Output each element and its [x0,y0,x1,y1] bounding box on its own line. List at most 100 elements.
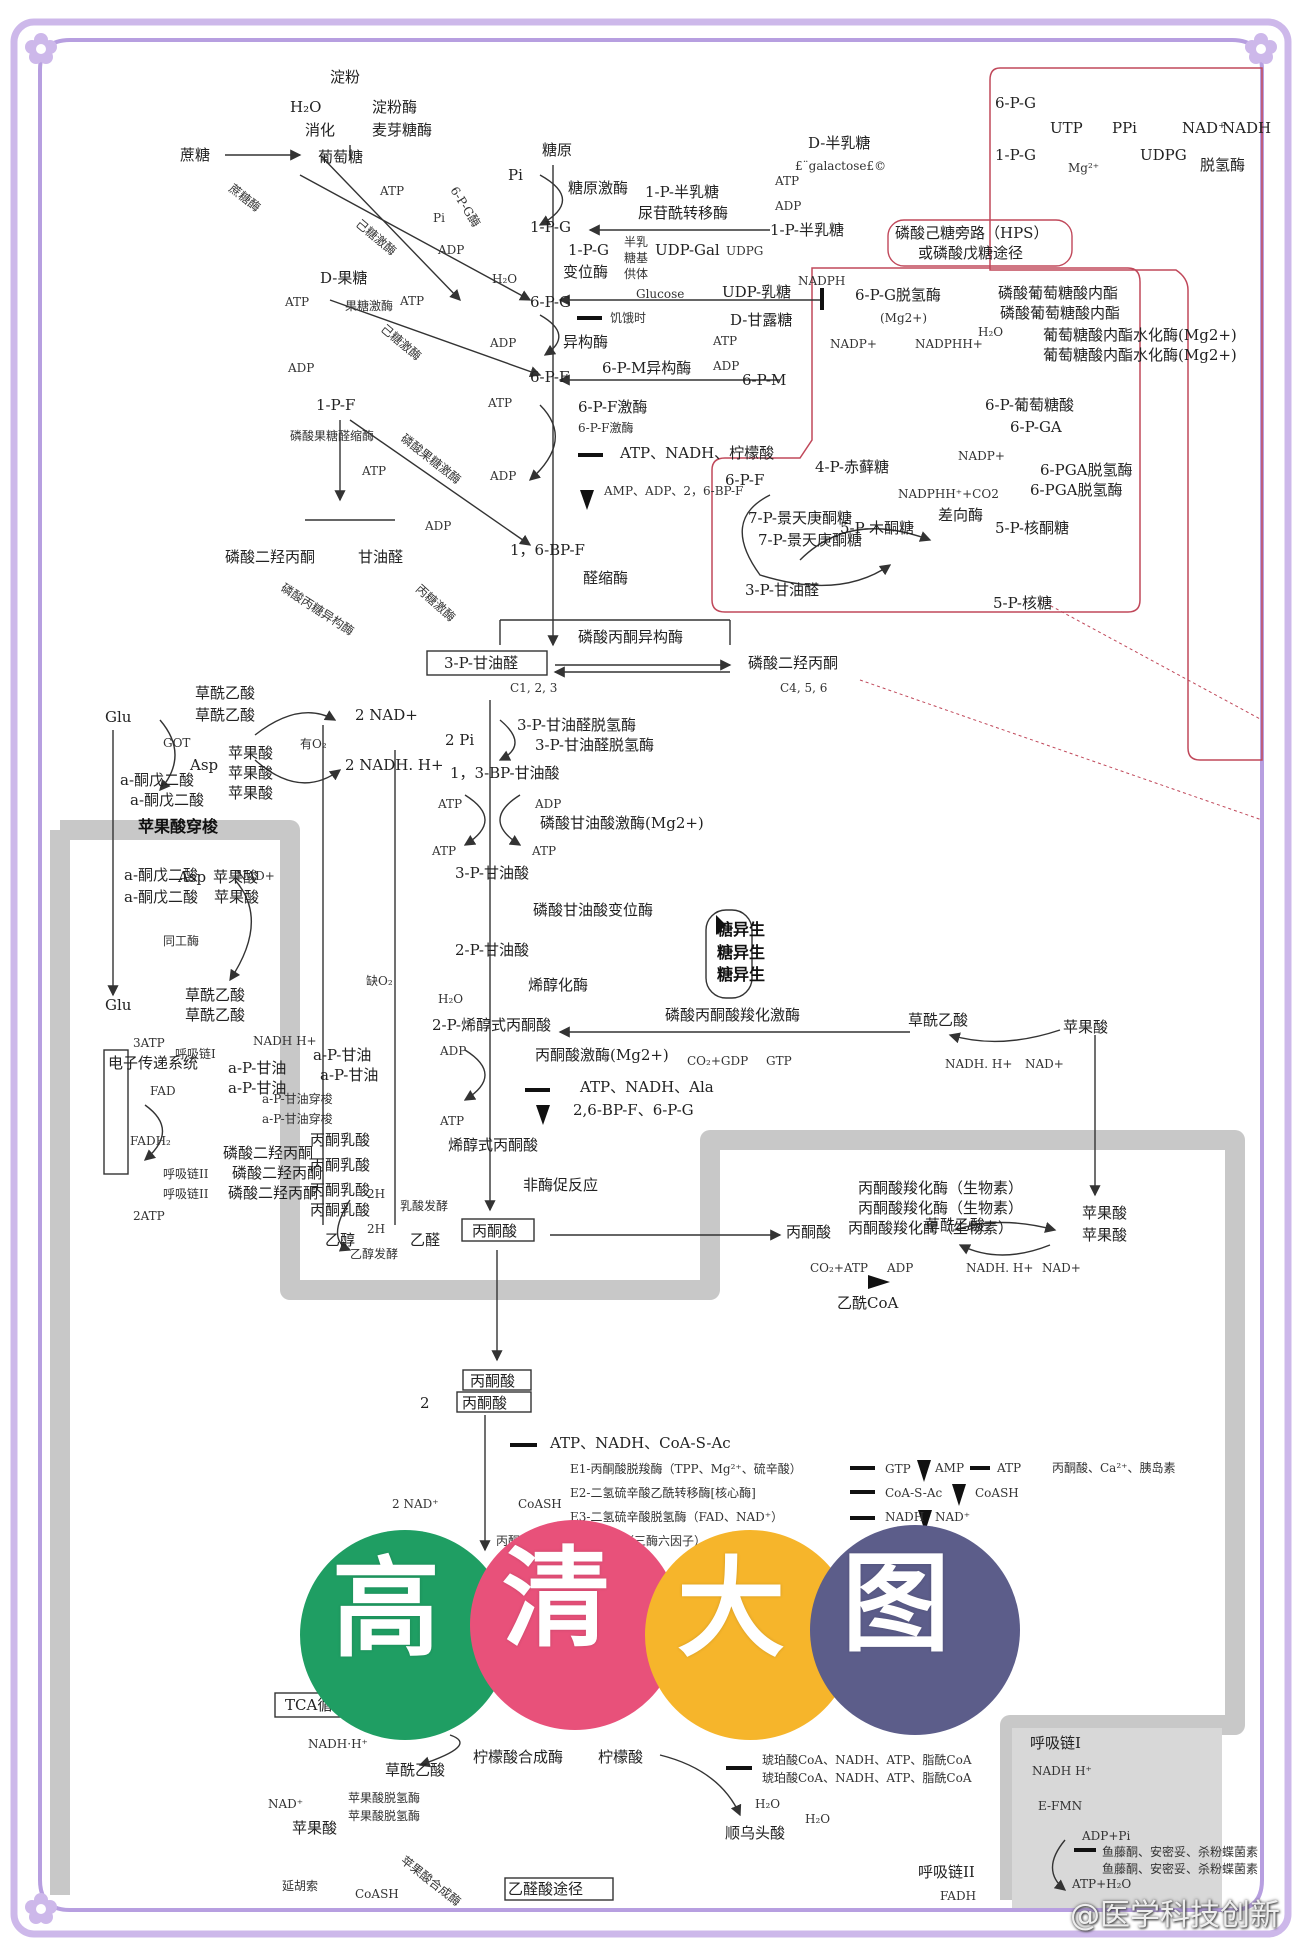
label-nad3: NAD⁺ [268,1797,303,1811]
label-nadph-co2: NADPHH⁺+CO2 [898,487,999,501]
gray-band [60,820,1245,1900]
label-glycerol-shuttle: a-P-甘油穿梭 [262,1111,333,1126]
label-akg2: a-酮戊二酸 [124,866,198,884]
label-glycogen-phosphorylase: 糖原激酶 [568,179,628,197]
label-malate2: 苹果酸 [214,888,259,906]
label-glyoxylate: 乙醛酸途径 [508,1880,583,1898]
label-pgd: 6-PGA脱氢酶 [1030,481,1123,499]
label-fumarase: 延胡索 [282,1879,318,1893]
label-sugar-base: 糖基 [624,250,648,265]
label-udpg2: UDPG [1140,146,1187,164]
label-adp: ADP [439,1044,466,1058]
label-cis-aconitate: 顺乌头酸 [725,1824,785,1842]
label-inhib-pfk: ATP、NADH、柠檬酸 [619,444,774,462]
label-nadph: NADPH [798,274,845,288]
label-gluconate: 6-P-葡萄糖酸 [985,396,1074,414]
label-mdh: 苹果酸脱氢酶 [348,1790,420,1805]
label-agp: a-P-甘油 [228,1079,286,1097]
label-pg2: 2-P-甘油酸 [455,941,529,959]
glycolysis-spine [107,145,1101,1552]
label-xylulose: 5-P-木酮糖 [840,519,914,537]
label-mdh: 苹果酸脱氢酶 [348,1808,420,1823]
label-g1p-g6p: 1-P-G [568,241,609,259]
label-gapdh: 3-P-甘油醛脱氢酶 [535,736,654,754]
label-h2o: H₂O [438,992,463,1006]
label-resp1: 呼吸链I [175,1046,216,1061]
label-oaa4: 草酰乙酸 [385,1761,445,1779]
label-akg2: a-酮戊二酸 [124,888,198,906]
pyruvate-box [461,1218,535,1242]
label-g6pase: 6-P-G酶 [447,184,483,230]
label-starch: 淀粉 [330,68,360,86]
banner-char-3: 大 [677,1547,786,1672]
label-glu2: Glu [105,996,132,1014]
label-cit-inhib: 琥珀酸CoA、NADH、ATP、脂酰CoA [762,1752,972,1767]
label-enolpyr: 烯醇式丙酮酸 [448,1136,538,1154]
label-adp: ADP [712,359,739,373]
label-maltase: 麦芽糖酶 [372,121,432,139]
label-two: 2 [420,1394,430,1412]
hps-region [711,267,1141,613]
label-pc: 丙酮酸羧化酶（生物素） [858,1179,1023,1197]
label-triokinase: 丙糖激酶 [413,581,459,624]
label-f1p: 1-P-F [316,396,355,414]
label-adp-pi: ADP+Pi [1081,1829,1130,1843]
label-agp2: a-P-甘油 [320,1066,378,1084]
label-two-nad: 2 NAD+ [355,706,418,724]
label-hps-title1: 磷酸己糖旁路（HPS） [895,224,1048,242]
label-atp: ATP [361,464,386,478]
label-activ-pk: 2,6-BP-F、6-P-G [573,1101,694,1119]
label-atp2: 2ATP [133,1209,165,1223]
label-ethanol: 乙醇 [325,1231,355,1249]
label-nad-two: 2 NAD⁺ [392,1497,439,1511]
label-fructose: D-果糖 [320,269,367,287]
label-atp: ATP [712,334,737,348]
label-nadh-h: NADH H+ [253,1034,317,1048]
flower-icon [24,1892,58,1926]
label-e3: E3-二氢硫辛酸脱氢酶（FAD、NAD⁺） [570,1509,783,1524]
label-co2-atp: CO₂+ATP [810,1261,868,1275]
label-agp: a-P-甘油 [228,1059,286,1077]
label-top-g1p: 1-P-G [995,146,1036,164]
label-two-h: 2H [367,1222,385,1236]
label-pc: 丙酮酸羧化酶（生物素） [858,1199,1023,1217]
label-glucose-en: Glucose [636,287,684,301]
label-amylase: 淀粉酶 [372,98,417,116]
label-no-o2: 缺O₂ [366,973,393,988]
label-e2: E2-二氢硫辛酸乙酰转移酶[核心酶] [570,1485,756,1500]
label-glu: Glu [105,708,132,726]
label-adp: ADP [437,243,464,257]
label-atp-h2o: ATP+H₂O [1071,1877,1131,1891]
label-pepck: 磷酸丙酮酸羧化激酶 [665,1006,800,1024]
label-h2o-b: H₂O [978,325,1003,339]
label-pc: 丙酮酸羧化酶（生物素） [848,1219,1013,1237]
label-lactonase: 葡萄糖酸内酯水化酶(Mg2+) [1043,326,1237,344]
label-akg: a-酮戊二酸 [120,771,194,789]
label-resp2: 呼吸链II [163,1186,209,1201]
label-nadplus2: NAD+ [1025,1057,1064,1071]
pyr-box-b [456,1391,532,1413]
label-oaa2: 草酰乙酸 [185,986,245,1004]
label-atp: ATP [439,1114,464,1128]
label-activ-pfk: AMP、ADP、2，6-BP-F [603,484,743,498]
label-pyr-a: 丙酮酸 [470,1372,515,1390]
label-pg3: 3-P-甘油酸 [455,864,529,882]
label-f16bp: 1，6-BP-F [510,541,585,559]
label-lactate: 丙酮乳酸 [310,1131,370,1149]
label-sedo: 7-P-景天庚酮糖 [748,509,852,527]
label-two-pi: 2 Pi [445,731,474,749]
resp-chain-panel [1012,1728,1222,1908]
label-pgd: 6-PGA脱氢酶 [1040,461,1133,479]
label-agp2: a-P-甘油 [313,1046,371,1064]
label-glucose: 葡萄糖 [318,148,363,166]
label-ribulose: 5-P-核酮糖 [995,519,1069,537]
label-adp: ADP [424,519,451,533]
label-glycerol-shuttle: a-P-甘油穿梭 [262,1091,333,1106]
label-nonenz: 非酶促反应 [523,1176,598,1194]
label-efmn: E-FMN [1038,1799,1082,1813]
label-pgm: 磷酸甘油酸变位酶 [533,901,653,919]
label-pfk: 6-P-F激酶 [578,420,634,435]
label-glycogen: 糖原 [542,141,572,159]
label-inhib-resp: 鱼藤酮、安密妥、杀粉蝶菌素 [1102,1844,1258,1859]
